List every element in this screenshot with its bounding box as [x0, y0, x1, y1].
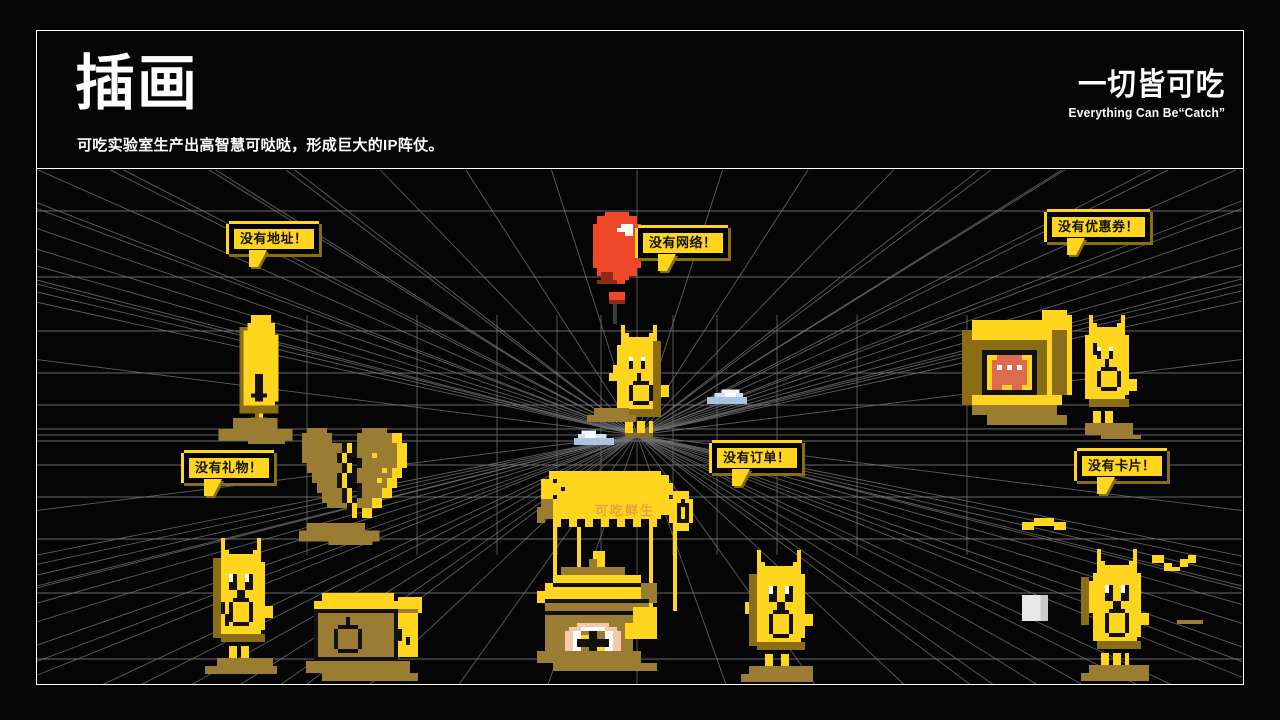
speech-bubble-no-card: 没有卡片！	[1077, 451, 1167, 494]
bubble-text: 没有礼物！	[195, 460, 263, 475]
illustration-scene: 可吃鲜生	[37, 170, 1242, 684]
brand-logo: 一切皆可吃 Everything Can Be“Catch”	[1062, 59, 1225, 120]
speech-bubble-no-gift: 没有礼物！	[184, 453, 274, 496]
bubble-text: 没有网络！	[649, 235, 717, 250]
bubble-tail	[732, 469, 750, 486]
bubble-text: 没有优惠券！	[1058, 219, 1140, 234]
bubble-tail	[249, 250, 267, 267]
bubble-tail	[658, 254, 676, 271]
page-title: 插画	[75, 50, 199, 117]
cart-sign-label: 可吃鲜生	[595, 503, 656, 518]
bubble-text: 没有订单！	[723, 450, 791, 465]
speech-bubble-no-order: 没有订单！	[712, 443, 802, 486]
bubble-tail	[204, 479, 222, 496]
speech-bubble-no-coupon: 没有优惠券！	[1047, 212, 1151, 255]
page-subtitle: 可吃实验室生产出高智慧可哒哒，形成巨大的IP阵仗。	[77, 137, 444, 154]
bubble-text: 没有地址！	[240, 231, 308, 246]
slide-header: 插画 可吃实验室生产出高智慧可哒哒，形成巨大的IP阵仗。 一切皆可吃 Every…	[37, 31, 1243, 169]
brand-name-cn: 一切皆可吃	[1077, 67, 1225, 102]
bubble-tail	[1097, 477, 1115, 494]
bubble-text: 没有卡片！	[1088, 458, 1156, 473]
speech-bubble-no-address: 没有地址！	[229, 224, 319, 267]
brand-tagline-en: Everything Can Be“Catch”	[1068, 106, 1225, 120]
slide-frame: 插画 可吃实验室生产出高智慧可哒哒，形成巨大的IP阵仗。 一切皆可吃 Every…	[36, 30, 1244, 685]
bubble-tail	[1067, 238, 1085, 255]
speech-bubble-no-network: 没有网络！	[638, 228, 728, 271]
